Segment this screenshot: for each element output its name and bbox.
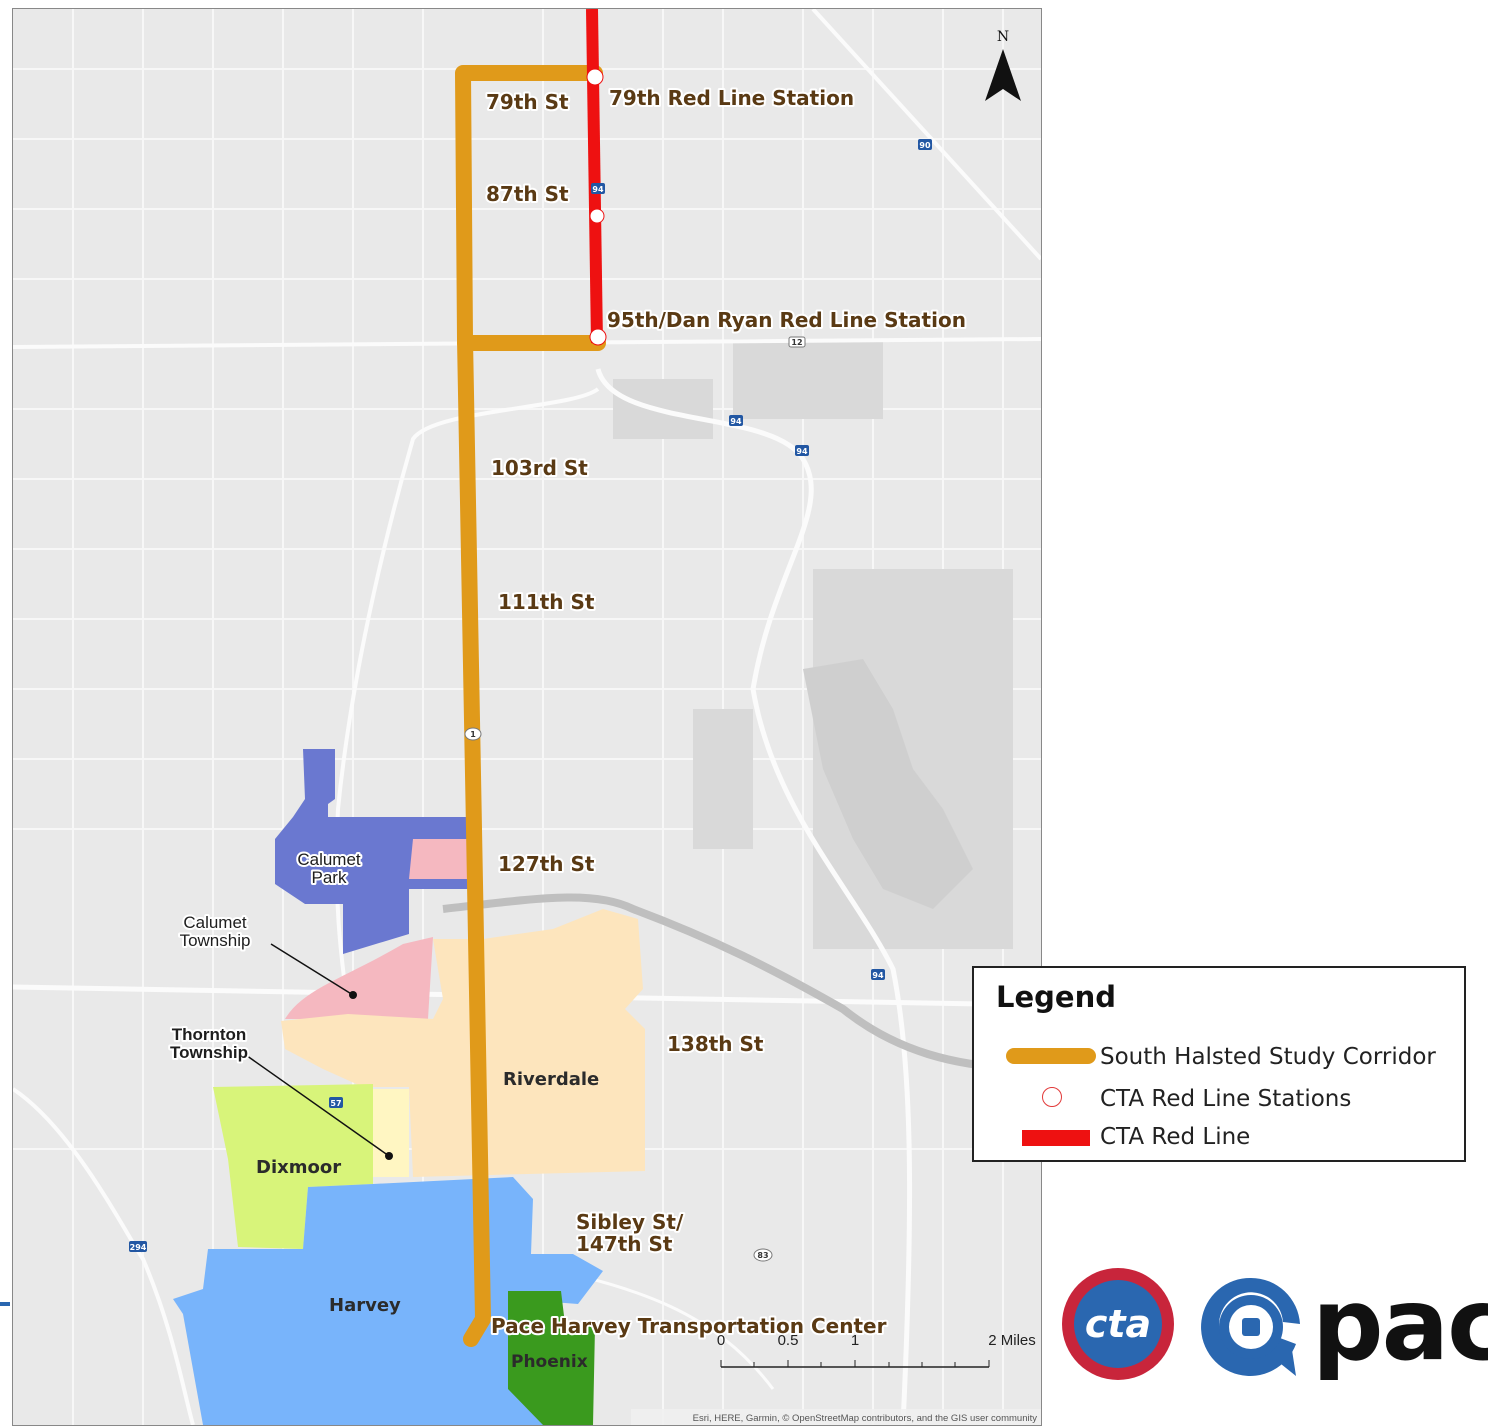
scale-bar: 0 0.5 1 2 Miles xyxy=(717,1332,1036,1368)
legend-label-red-line: CTA Red Line xyxy=(1100,1124,1251,1150)
shield-us12-icon: 12 xyxy=(788,336,806,348)
pace-logo: pace xyxy=(1196,1272,1488,1382)
label-calumet-township-1: Calumet xyxy=(183,913,247,932)
shield-i57-icon: 57 xyxy=(329,1097,343,1108)
label-103rd-st: 103rd St xyxy=(491,456,588,480)
attribution-background xyxy=(631,1409,1041,1425)
svg-text:294: 294 xyxy=(130,1243,147,1252)
label-thornton-township-2: Township xyxy=(170,1043,248,1062)
scale-label-1: 1 xyxy=(851,1332,859,1349)
map-canvas: 90 94 94 94 94 12 1 57 294 83 N 79th St … xyxy=(13,9,1041,1425)
legend-title: Legend xyxy=(996,980,1116,1014)
cta-red-line xyxy=(586,9,603,344)
shield-i94-icon: 94 xyxy=(795,445,809,456)
label-pace-harvey-transportation-center: Pace Harvey Transportation Center xyxy=(491,1314,887,1338)
station-79th[interactable] xyxy=(586,68,604,86)
shield-i294-icon: 294 xyxy=(129,1241,147,1252)
calumet-township-area xyxy=(285,937,433,1019)
svg-text:94: 94 xyxy=(796,447,808,456)
calumet-park-area xyxy=(275,749,468,954)
shield-i94-icon: 94 xyxy=(729,415,743,426)
label-calumet-township-2: Township xyxy=(180,931,251,950)
scale-label-0-5: 0.5 xyxy=(778,1332,799,1349)
label-138th-st: 138th St xyxy=(667,1032,764,1056)
scale-label-0: 0 xyxy=(717,1332,725,1349)
thornton-township-point xyxy=(385,1152,393,1160)
thornton-township-leader xyxy=(242,1052,390,1157)
label-147th-st: 147th St xyxy=(576,1232,673,1256)
harvey-area xyxy=(173,1177,603,1425)
attribution-text: Esri, HERE, Garmin, © OpenStreetMap cont… xyxy=(693,1413,1038,1424)
south-halsted-corridor xyxy=(455,65,606,1347)
legend-label-corridor: South Halsted Study Corridor xyxy=(1100,1044,1436,1070)
cta-logo-text: cta xyxy=(1084,1302,1152,1346)
label-111th-st: 111th St xyxy=(498,590,595,614)
label-calumet-park-2: Park xyxy=(312,868,347,887)
little-calumet-river xyxy=(442,893,1041,1073)
shield-i90-icon: 90 xyxy=(918,139,932,150)
station-87th[interactable] xyxy=(589,208,605,224)
page-edge-mark xyxy=(0,1302,10,1306)
legend-label-stations: CTA Red Line Stations xyxy=(1100,1086,1352,1112)
pace-logo-text: pace xyxy=(1312,1272,1488,1382)
legend-item-stations: CTA Red Line Stations xyxy=(974,1080,1464,1120)
phoenix-area xyxy=(508,1291,595,1425)
lake-calumet xyxy=(803,659,973,909)
label-sibley-st: Sibley St/ xyxy=(576,1210,684,1234)
cta-logo: cta xyxy=(1062,1268,1174,1380)
svg-text:94: 94 xyxy=(730,417,742,426)
svg-text:57: 57 xyxy=(330,1099,341,1108)
label-127th-st: 127th St xyxy=(498,852,595,876)
shield-il83-icon: 83 xyxy=(753,1248,773,1262)
shield-i94-icon: 94 xyxy=(591,183,605,194)
svg-text:83: 83 xyxy=(757,1251,768,1260)
major-roads xyxy=(13,9,1041,1425)
label-dixmoor: Dixmoor xyxy=(256,1157,341,1178)
highway-shields: 90 94 94 94 94 12 1 57 294 83 xyxy=(129,139,932,1262)
legend-item-corridor: South Halsted Study Corridor xyxy=(974,1038,1464,1078)
svg-text:90: 90 xyxy=(919,141,931,150)
corridor-swatch-icon xyxy=(1006,1048,1096,1064)
north-arrow-icon: N xyxy=(985,29,1021,101)
municipalities xyxy=(173,749,645,1425)
pace-logo-mark-icon xyxy=(1201,1277,1300,1376)
legend: Legend South Halsted Study Corridor CTA … xyxy=(972,966,1466,1162)
dixmoor-area xyxy=(213,1084,373,1249)
svg-text:N: N xyxy=(997,29,1009,45)
svg-text:12: 12 xyxy=(791,338,802,347)
station-95th[interactable] xyxy=(589,328,607,346)
svg-text:1: 1 xyxy=(470,730,476,739)
red-line-swatch-icon xyxy=(1022,1130,1090,1146)
riverdale-area xyxy=(281,909,645,1177)
map-frame[interactable]: 90 94 94 94 94 12 1 57 294 83 N 79th St … xyxy=(12,8,1042,1426)
label-thornton-township-1: Thornton xyxy=(172,1025,247,1044)
station-swatch-icon xyxy=(1042,1087,1062,1107)
legend-item-red-line: CTA Red Line xyxy=(974,1124,1464,1164)
calumet-township-leader xyxy=(270,943,354,996)
label-riverdale: Riverdale xyxy=(503,1069,599,1090)
scale-label-2-miles: 2 Miles xyxy=(988,1332,1036,1349)
label-87th-st: 87th St xyxy=(486,182,569,206)
thornton-township-area xyxy=(373,1089,409,1177)
svg-text:94: 94 xyxy=(592,185,604,194)
svg-text:94: 94 xyxy=(872,971,884,980)
label-79th-st: 79th St xyxy=(486,90,569,114)
label-calumet-park-1: Calumet xyxy=(297,850,361,869)
calumet-township-east xyxy=(409,839,468,879)
label-phoenix: Phoenix xyxy=(511,1352,588,1372)
label-harvey: Harvey xyxy=(329,1295,401,1316)
label-95th-dan-ryan-station: 95th/Dan Ryan Red Line Station xyxy=(607,308,966,332)
shield-i94-icon: 94 xyxy=(871,969,885,980)
shield-il1-icon: 1 xyxy=(464,727,482,741)
label-79th-red-line-station: 79th Red Line Station xyxy=(609,86,854,110)
calumet-township-point xyxy=(349,991,357,999)
